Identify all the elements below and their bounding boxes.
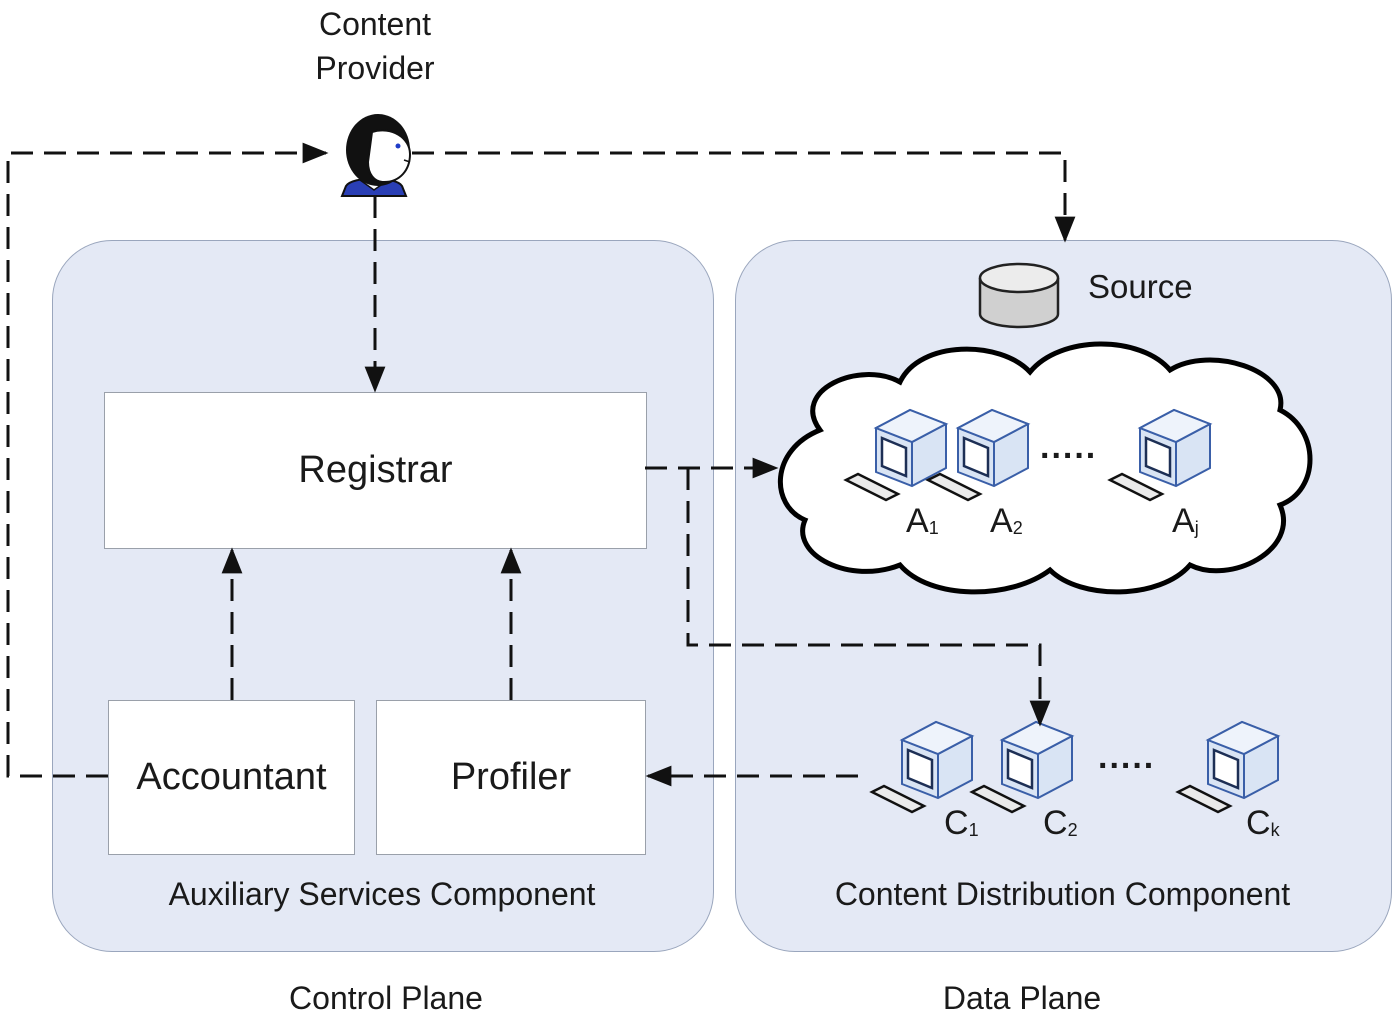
a2-letter: A [990,502,1013,540]
aj-letter: A [1172,502,1195,540]
a2-sub: 2 [1012,518,1023,538]
node-label-aj: Aj [1172,502,1199,541]
computer-ck-icon [1176,720,1280,814]
arrow-registrar-to-c-nodes [686,468,1051,727]
peer-cloud [777,341,1313,595]
node-label-a1: A1 [906,502,939,541]
ck-letter: C [1246,804,1271,842]
aj-sub: j [1194,518,1199,538]
c1-sub: 1 [968,820,979,840]
content-provider-label: Content Provider [300,2,450,90]
arrow-provider-to-source [412,151,1076,243]
c2-sub: 2 [1067,820,1078,840]
node-label-c2: C2 [1043,804,1078,843]
accountant-box: Accountant [108,700,355,855]
c2-letter: C [1043,804,1068,842]
node-label-ck: Ck [1246,804,1280,843]
accountant-label: Accountant [136,756,327,798]
content-provider-line2: Provider [315,50,435,86]
registrar-label: Registrar [298,449,453,491]
arrow-accountant-to-provider [6,142,329,778]
a1-letter: A [906,502,929,540]
node-label-c1: C1 [944,804,979,843]
source-label: Source [1088,268,1193,305]
a1-sub: 1 [928,518,939,538]
database-icon [978,262,1060,329]
control-plane-label: Control Plane [289,980,483,1016]
c-dots: ..... [1098,738,1156,776]
ck-sub: k [1270,820,1280,840]
content-provider-line1: Content [318,6,432,42]
profiler-label: Profiler [450,756,572,798]
c1-letter: C [944,804,969,842]
content-distribution-component-label: Content Distribution Component [834,876,1291,912]
registrar-box: Registrar [104,392,647,549]
profiler-box: Profiler [376,700,646,855]
content-provider-person-icon [340,114,412,197]
data-plane-label: Data Plane [942,980,1102,1016]
node-label-a2: A2 [990,502,1023,541]
computer-c2-icon [970,720,1074,814]
computer-c1-icon [870,720,974,814]
auxiliary-services-component-label: Auxiliary Services Component [168,876,596,912]
a-dots: ..... [1040,428,1098,466]
